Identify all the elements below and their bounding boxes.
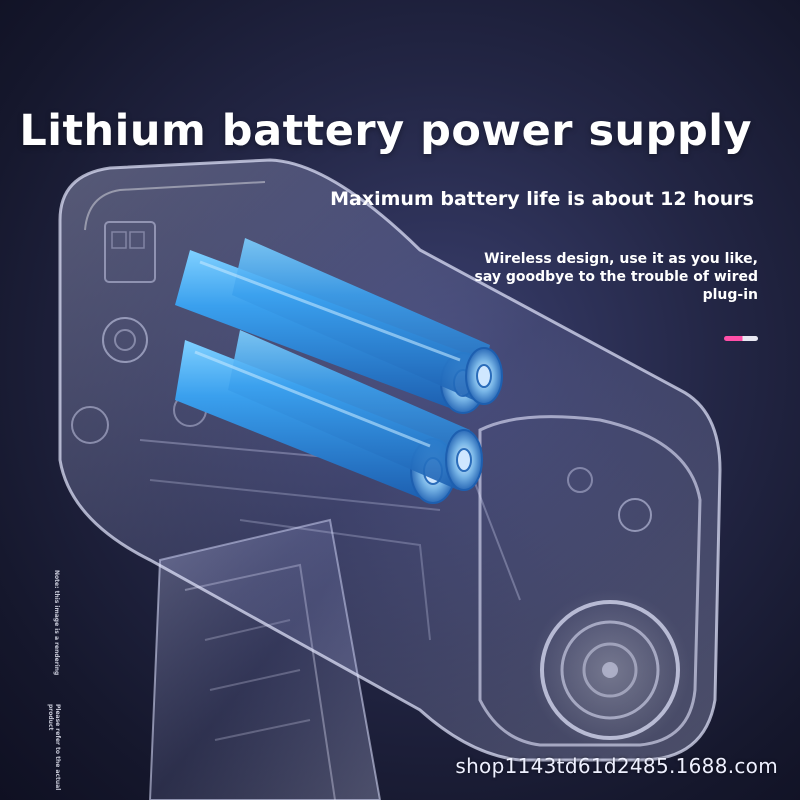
battery-pack bbox=[175, 238, 503, 504]
device-nozzle bbox=[530, 590, 690, 750]
battery-cell-4 bbox=[228, 330, 483, 491]
side-note-actual-product: Please refer to the actual product bbox=[47, 704, 61, 791]
feature-description: Wireless design, use it as you like, say… bbox=[474, 251, 758, 303]
shop-watermark: shop1143td61d2485.1688.com bbox=[455, 754, 778, 778]
side-note-rendering: Note: this image is a rendering bbox=[53, 570, 60, 676]
battery-cell-2 bbox=[232, 238, 503, 405]
subheadline: Maximum battery life is about 12 hours bbox=[330, 188, 754, 210]
headline: Lithium battery power supply bbox=[19, 106, 752, 156]
accent-bar bbox=[724, 336, 758, 341]
